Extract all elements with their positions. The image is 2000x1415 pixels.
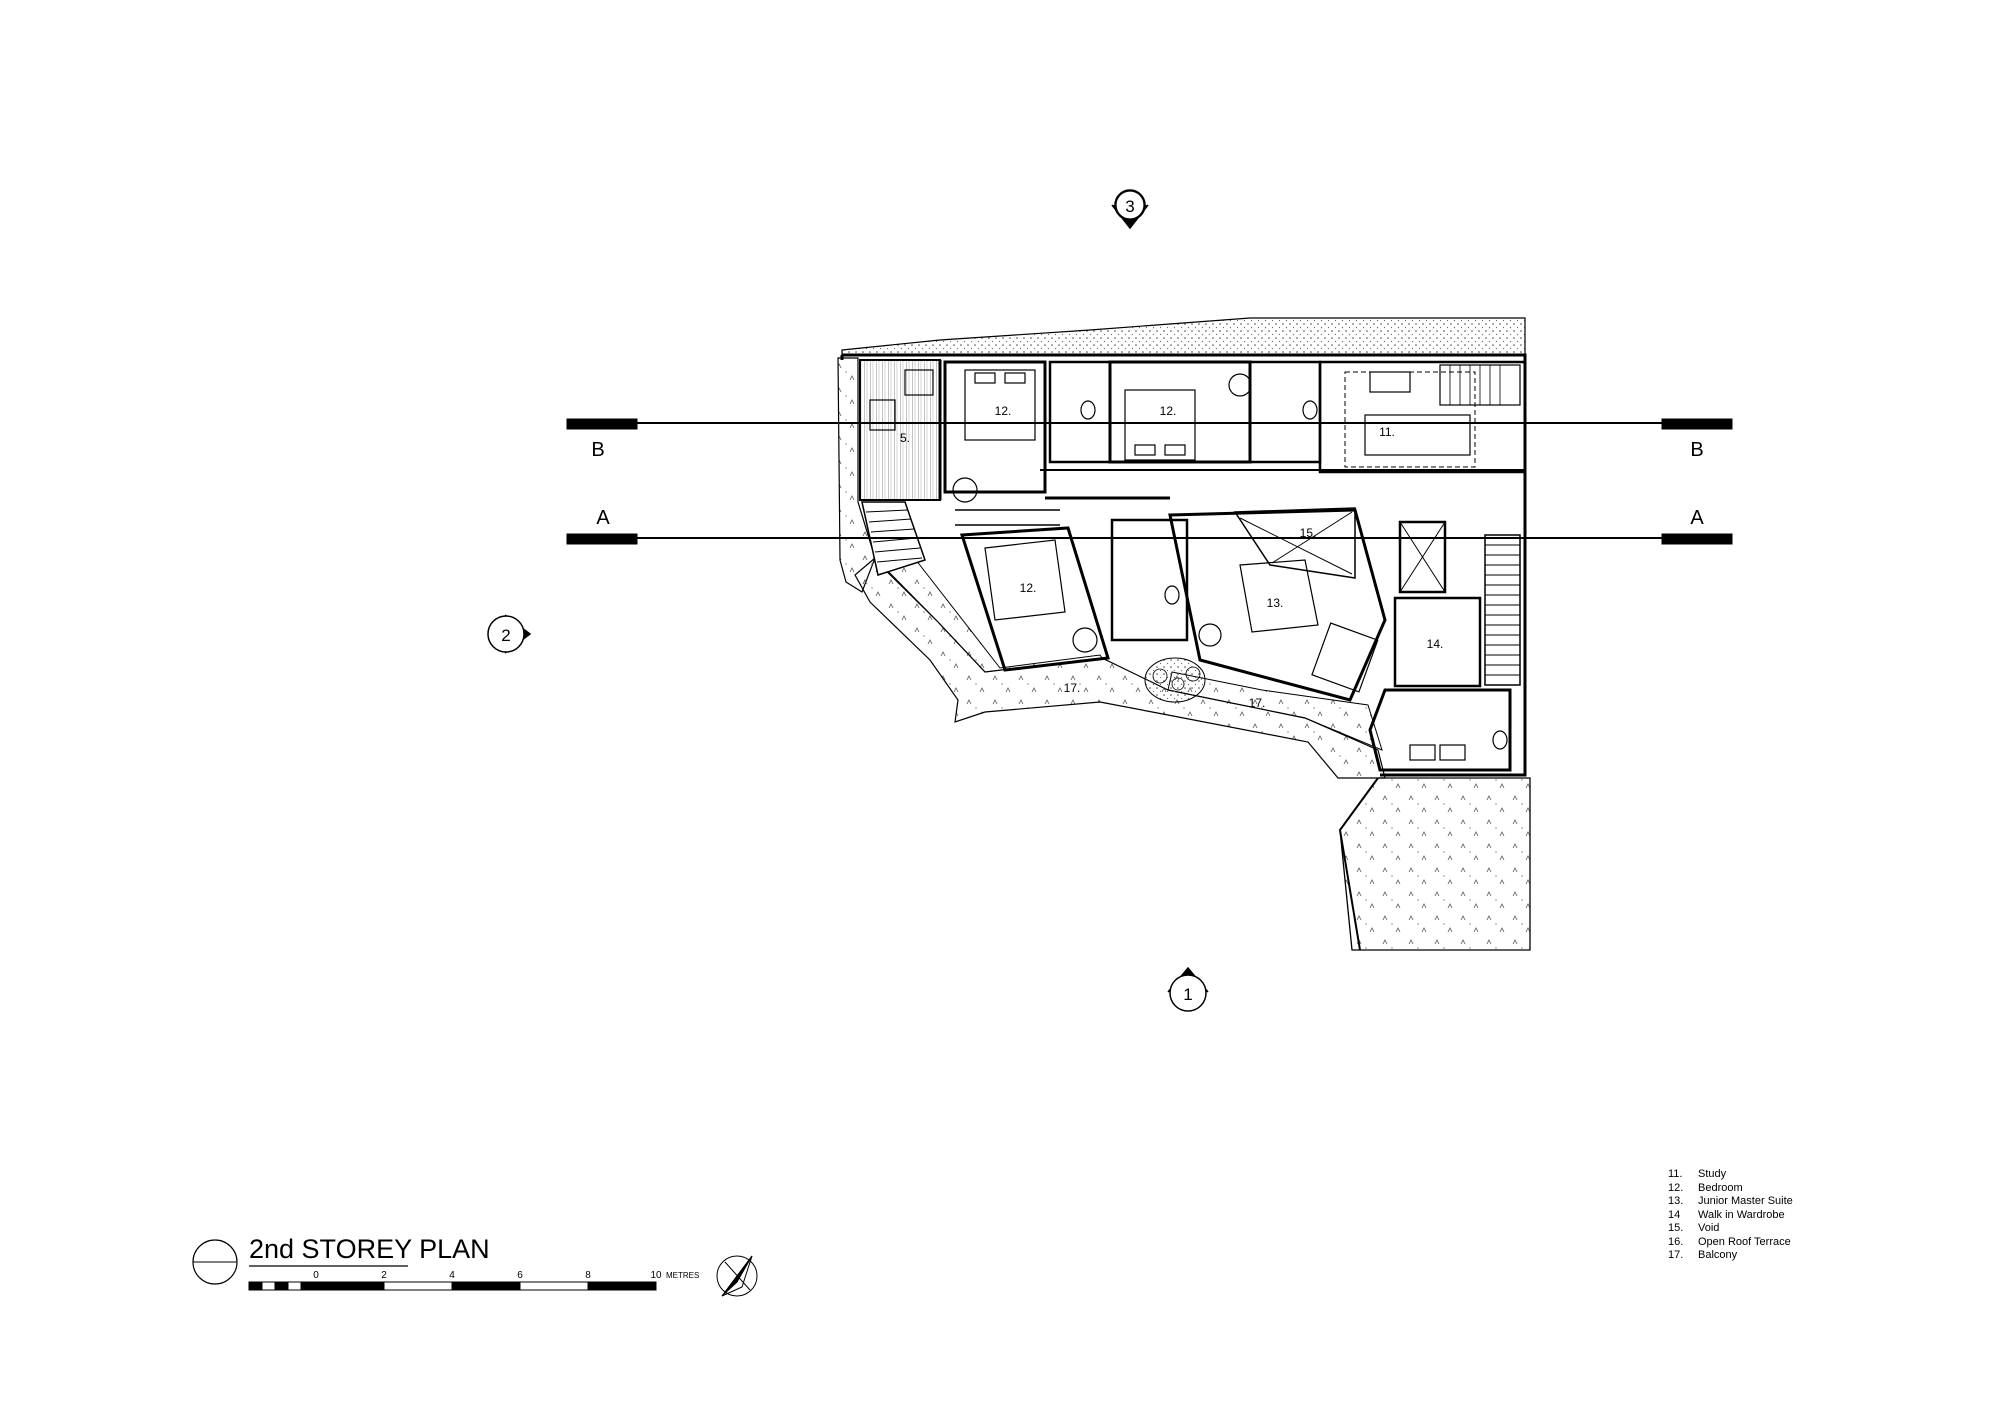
room-label-15: 15. [1300,526,1317,540]
balcony-diagonal [873,554,1103,673]
section-a-right-tick [1661,533,1733,545]
scale-label-10: 10 [650,1270,662,1281]
room-label-17-left: 17. [1064,681,1081,695]
elevation-marker-top [1111,189,1149,230]
section-b-right-label: B [1690,439,1703,461]
scale-unit: METRES [666,1271,699,1280]
room-label-13: 13. [1267,596,1284,610]
scale-label-4: 4 [449,1270,455,1281]
building-walls [840,353,1527,777]
scale-label-0: 0 [313,1270,319,1281]
legend-item: 17.Balcony [1668,1249,1738,1261]
section-lines [566,418,1733,545]
sofa [1311,622,1379,693]
elevation-label-bottom: 1 [1183,985,1192,1004]
north-arrow-icon [716,1255,758,1297]
section-a-left-tick [566,533,638,545]
section-b-left-label: B [591,439,604,461]
legend-item: 13.Junior Master Suite [1668,1195,1793,1207]
section-a-right-label: A [1690,507,1704,529]
elevation-label-left: 2 [501,626,510,645]
legend-item: 16.Open Roof Terrace [1668,1235,1791,1248]
elevation-marker-bottom [1167,966,1209,1012]
landscape-areas [837,317,1531,951]
section-a-left-label: A [596,507,610,529]
elevation-marker-left [487,614,532,654]
plan-title: 2nd STOREY PLAN [249,1234,490,1264]
room-label-5: 5. [900,431,910,445]
legend: 11.Study 12.Bedroom 13.Junior Master Sui… [1668,1168,1793,1263]
section-b-right-tick [1661,418,1733,430]
title-block: 2nd STOREY PLAN 0 2 4 6 8 10 METRES [192,1234,758,1297]
room-label-12-top-left: 12. [995,404,1012,418]
elevation-label-top: 3 [1125,197,1134,216]
room-label-12-lower: 12. [1020,581,1037,595]
room-label-14: 14. [1427,637,1444,651]
bed-top-left [964,369,1036,441]
legend-item: 11.Study [1668,1168,1727,1180]
roof-terrace-lower-right [1339,777,1531,951]
section-b-left-tick [566,418,638,430]
bed-lower-left [984,539,1066,621]
legend-item: 12.Bedroom [1668,1181,1743,1194]
scale-label-6: 6 [517,1270,523,1281]
room-label-12-top-middle: 12. [1160,404,1177,418]
room-label-11: 11. [1379,425,1395,439]
stair-right [1484,534,1521,686]
top-planter-strip [841,317,1526,356]
void-15 [1233,507,1356,579]
bed-top-middle [1124,389,1196,461]
scale-label-8: 8 [585,1270,591,1281]
scale-label-2: 2 [381,1270,387,1281]
legend-item: 15.Void [1668,1222,1720,1234]
bed-junior-master [1239,559,1319,633]
room-label-17-right: 17. [1249,696,1266,710]
furniture [869,369,1508,761]
scale-bar [248,1281,657,1291]
